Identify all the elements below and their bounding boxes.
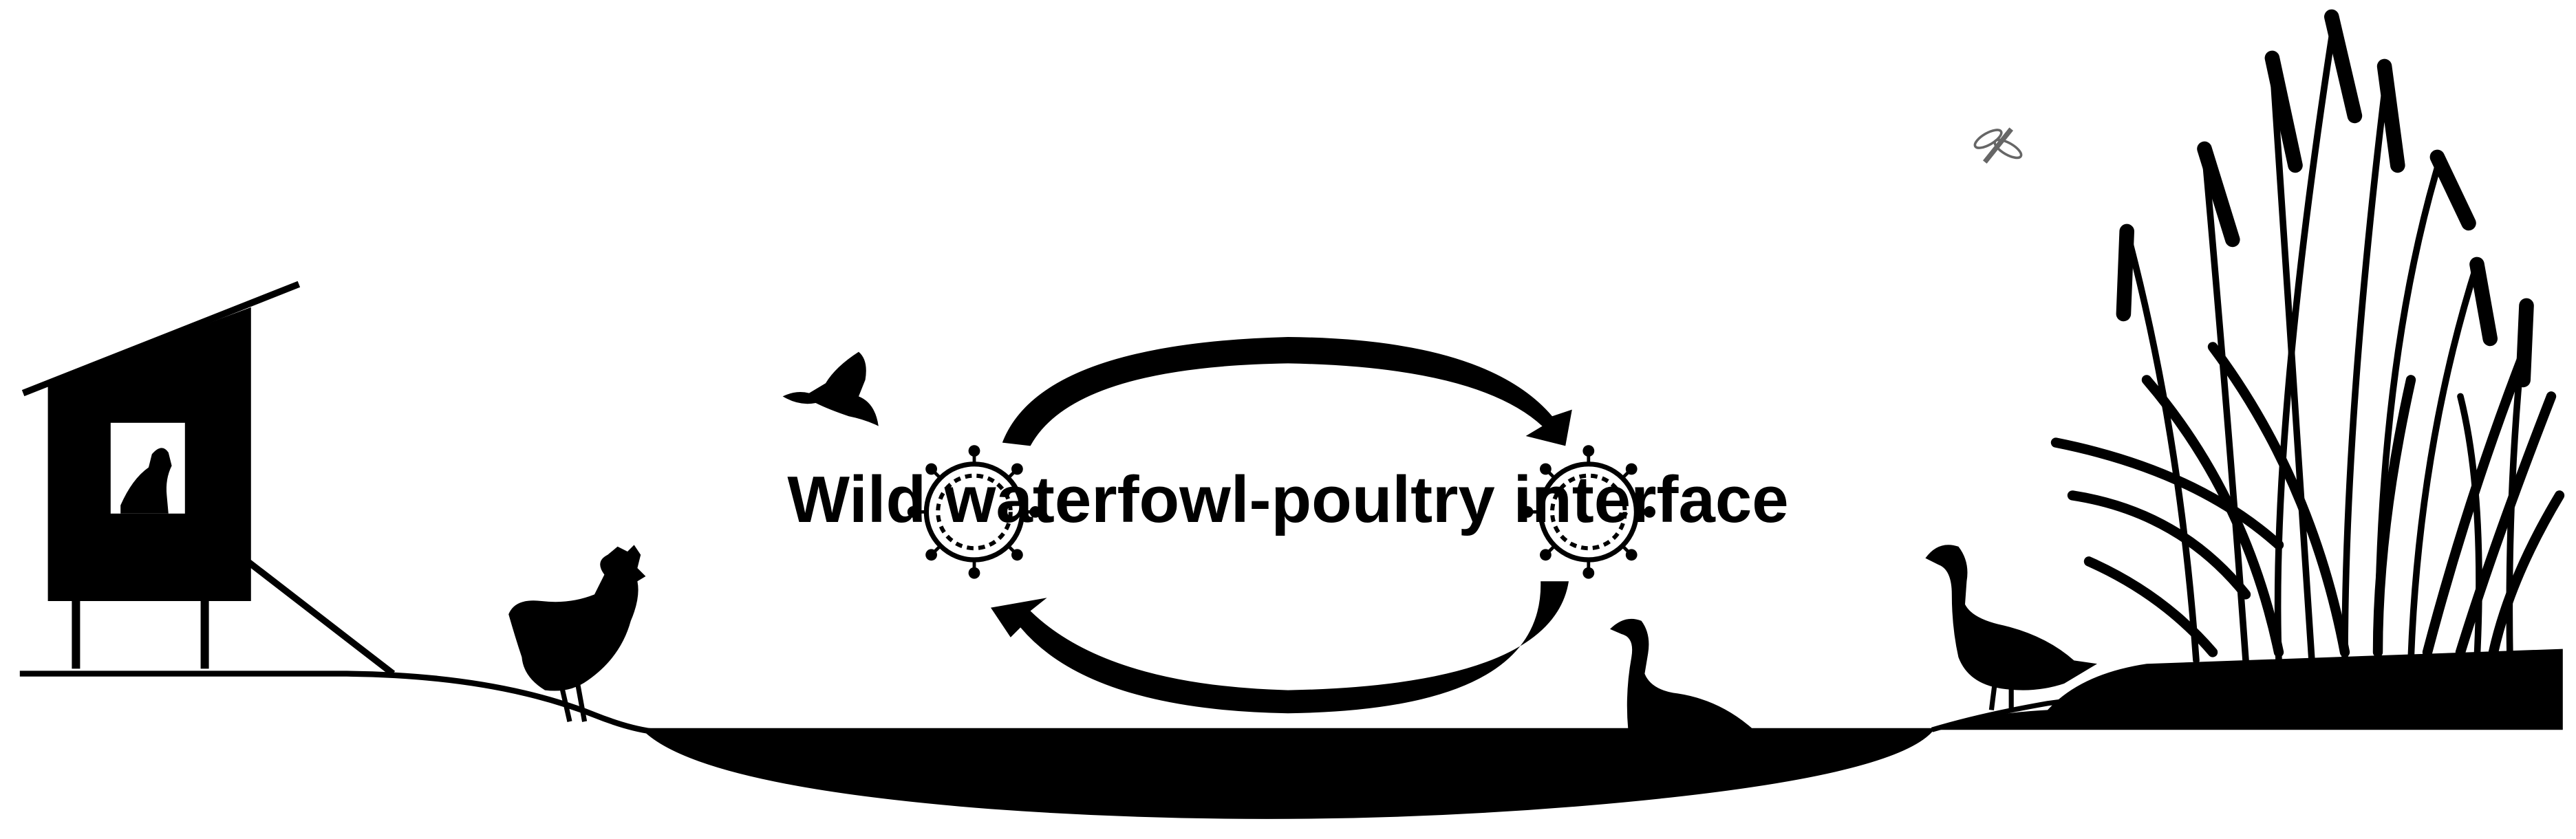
bottom-arrow: [991, 581, 1569, 714]
goose-icon: [1610, 618, 1754, 730]
dragonfly-icon: [1973, 127, 2023, 164]
pond: [641, 728, 1935, 819]
chicken-icon: [508, 545, 646, 722]
virus-particle-icon: [1521, 445, 1655, 579]
reed-bank: [1935, 649, 2563, 730]
virus-particle-icon: [907, 445, 1042, 579]
goose-icon: [1925, 545, 2097, 710]
chicken-coop-icon: [21, 281, 396, 677]
top-arrow: [1002, 337, 1572, 446]
reeds-icon: [2050, 9, 2565, 664]
right-ground-line: [1931, 688, 2147, 732]
ground-line: [19, 671, 653, 734]
flying-duck-icon: [782, 351, 879, 426]
hen-silhouette-icon: [120, 448, 172, 514]
interface-label: Wild waterfowl-poultry interface: [787, 463, 1788, 536]
